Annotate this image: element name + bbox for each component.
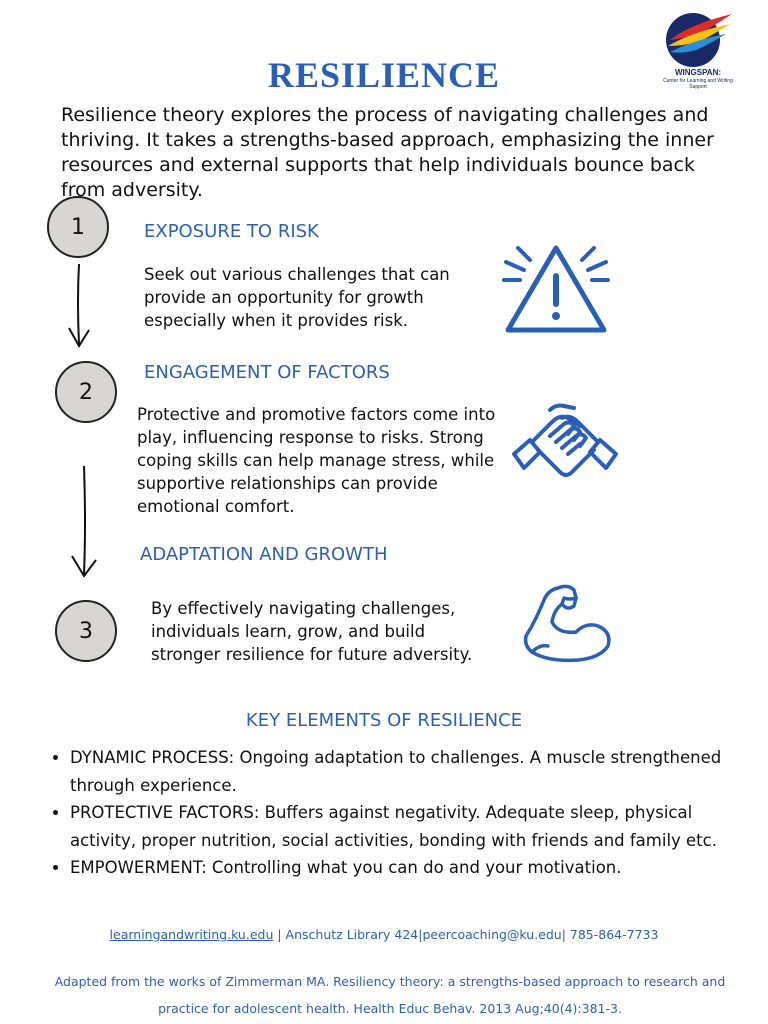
flexed-bicep-icon <box>523 584 611 663</box>
arrow-down-icon <box>71 465 97 578</box>
wingspan-logo: WINGSPAN: Center for Learning and Writin… <box>660 10 736 100</box>
step-1-number: 1 <box>47 196 109 258</box>
contact-line: learningandwriting.ku.edu | Anschutz Lib… <box>0 927 768 942</box>
handshake-icon <box>512 403 618 477</box>
list-item: PROTECTIVE FACTORS: Buffers against nega… <box>70 799 726 854</box>
arrow-down-icon <box>68 263 90 348</box>
step-3-number: 3 <box>55 600 117 662</box>
intro-paragraph: Resilience theory explores the process o… <box>61 104 714 201</box>
website-link[interactable]: learningandwriting.ku.edu <box>109 927 274 942</box>
page-title: RESILIENCE <box>267 55 501 95</box>
contact-details: | Anschutz Library 424|peercoaching@ku.e… <box>273 927 659 942</box>
citation: Adapted from the works of Zimmerman MA. … <box>54 974 726 1016</box>
step-1-heading: EXPOSURE TO RISK <box>144 221 319 242</box>
logo-subtitle: Center for Learning and Writing Support <box>663 78 733 90</box>
list-item: EMPOWERMENT: Controlling what you can do… <box>70 854 726 882</box>
warning-icon <box>502 245 610 333</box>
key-elements-list: DYNAMIC PROCESS: Ongoing adaptation to c… <box>46 744 726 882</box>
step-2-heading: ENGAGEMENT OF FACTORS <box>144 362 390 383</box>
logo-name: WINGSPAN: <box>674 68 722 77</box>
step-2-number: 2 <box>55 361 117 423</box>
step-2-text: Protective and promotive factors come in… <box>137 405 496 516</box>
logo-emblem-icon <box>666 13 732 67</box>
step-3-heading: ADAPTATION AND GROWTH <box>140 544 388 565</box>
key-elements-heading: KEY ELEMENTS OF RESILIENCE <box>245 710 523 731</box>
step-3-text: By effectively navigating challenges, in… <box>151 599 473 664</box>
list-item: DYNAMIC PROCESS: Ongoing adaptation to c… <box>70 744 726 799</box>
step-1-text: Seek out various challenges that can pro… <box>144 265 450 330</box>
